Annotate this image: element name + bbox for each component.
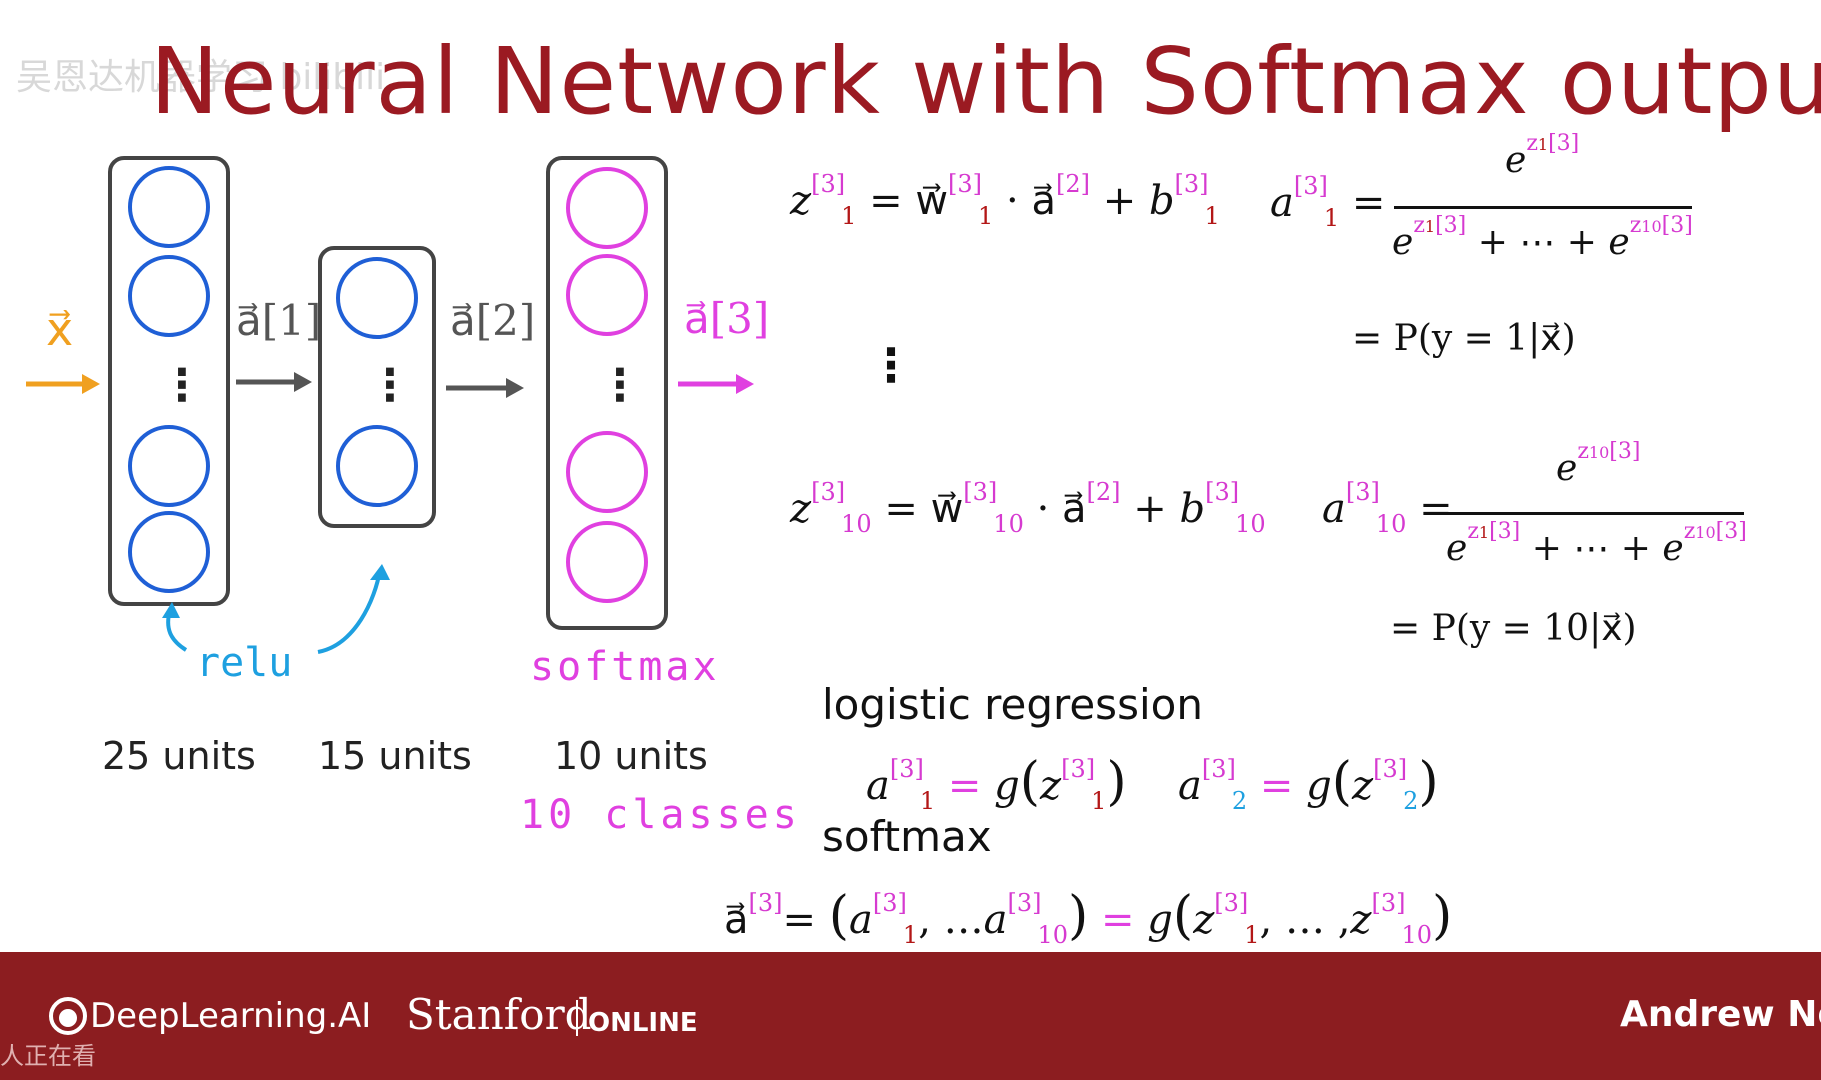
equation-a10-probability: = P(y = 10|x⃗)	[1390, 608, 1637, 649]
neuron	[128, 166, 210, 248]
neuron	[128, 425, 210, 507]
network-diagram	[26, 156, 754, 654]
layer-1-dots: ⋮	[160, 360, 204, 411]
equation-a1-lhs: a[3]1 =	[1270, 172, 1386, 232]
logistic-regression-heading: logistic regression	[822, 680, 1203, 729]
layer-3-units: 10 units	[554, 734, 708, 778]
stanford-brand: Stanford	[406, 990, 592, 1039]
equation-z10: z[3]10 = w⃗[3]10 · a⃗[2] + b[3]10	[790, 478, 1266, 538]
equation-a10-denominator: ez1[3] + ⋯ + ez10[3]	[1446, 519, 1747, 569]
softmax-heading: softmax	[822, 812, 992, 861]
footer-bar: DeepLearning.AI Stanford ONLINE Andrew N…	[0, 952, 1821, 1080]
relu-annotation: relu	[196, 640, 293, 686]
online-label: ONLINE	[588, 1008, 698, 1038]
viewer-count-label: 人正在看	[0, 1042, 96, 1070]
neuron	[336, 257, 418, 339]
watermark: 吴恩达机器学习 bilibili	[16, 57, 386, 98]
neuron	[128, 255, 210, 337]
equation-a1-numerator: ez1[3]	[1505, 131, 1580, 181]
softmax-annotation: softmax	[530, 644, 720, 690]
equation-a1-probability: = P(y = 1|x⃗)	[1352, 318, 1576, 359]
neuron	[336, 425, 418, 507]
fraction-bar	[1448, 512, 1744, 515]
neuron	[566, 521, 648, 603]
input-x-label: x⃗	[46, 302, 74, 356]
equation-z1: z[3]1 = w⃗[3]1 · a⃗[2] + b[3]1	[790, 170, 1220, 230]
logistic-a2-equation: a[3]2 = g(z[3]2)	[1178, 752, 1439, 815]
neuron	[566, 431, 648, 513]
layer-1-box	[108, 156, 230, 606]
layer-3-box	[546, 156, 668, 630]
deeplearning-logo-icon	[49, 997, 87, 1035]
slide-title: Neural Network with Softmax output	[150, 28, 1821, 135]
logistic-a1-equation: a[3]1 = g(z[3]1)	[866, 752, 1127, 815]
equation-a1-denominator: ez1[3] + ⋯ + ez10[3]	[1392, 213, 1693, 263]
layer-1-units: 25 units	[102, 734, 256, 778]
arrow-label-a1: a⃗[1]	[236, 296, 322, 345]
neuron	[566, 254, 648, 336]
arrow-label-a2: a⃗[2]	[450, 296, 536, 345]
deeplearning-brand: DeepLearning.AI	[90, 996, 372, 1036]
equation-a10-numerator: ez10[3]	[1556, 439, 1641, 489]
arrow-label-a3: a⃗[3]	[684, 294, 770, 343]
equation-a10-lhs: a[3]10 =	[1322, 478, 1453, 538]
layer-2-units: 15 units	[318, 734, 472, 778]
layer-3-dots: ⋮	[598, 360, 642, 411]
fraction-bar	[1394, 206, 1692, 209]
equation-vdots: ⋮	[868, 338, 914, 392]
layer-2-box	[318, 246, 436, 528]
classes-annotation: 10 classes	[520, 792, 801, 838]
layer-2-dots: ⋮	[368, 360, 412, 411]
brand-divider	[576, 1000, 578, 1036]
instructor-name: Andrew Ng	[1620, 994, 1821, 1035]
neuron	[566, 167, 648, 249]
softmax-vector-equation: a⃗[3]= (a[3]1, …a[3]10) = g(z[3]1, … ,z[…	[724, 886, 1453, 949]
neuron	[128, 511, 210, 593]
